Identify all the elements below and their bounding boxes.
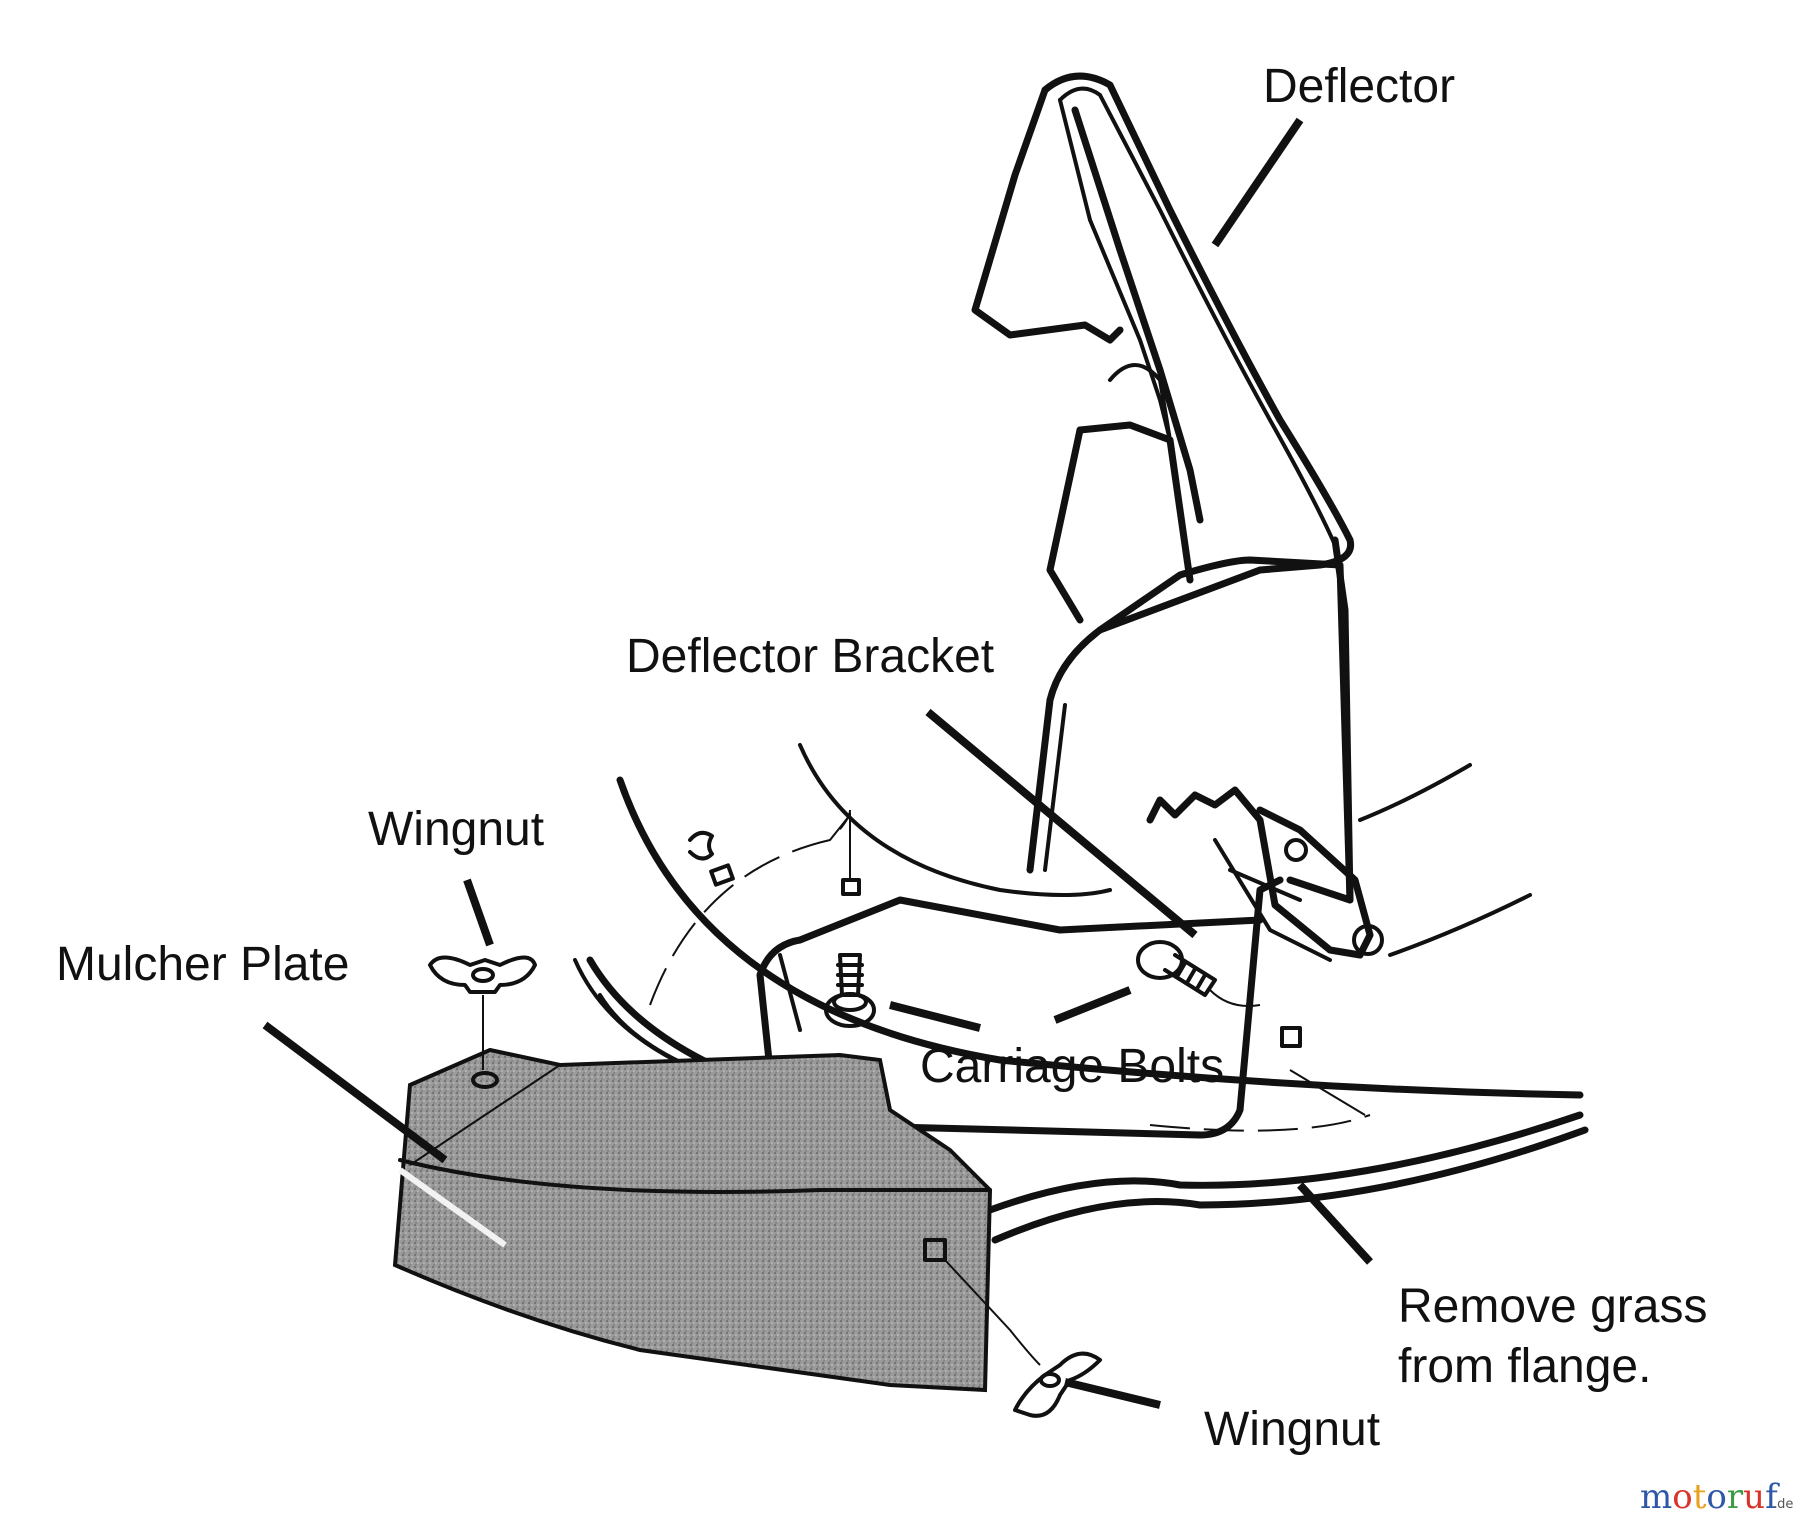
mower-deck: [573, 743, 1589, 1244]
wingnut-bottom-shape: [944, 1259, 1102, 1418]
carriage-bolts-leader-left: [889, 1001, 981, 1032]
watermark-letter: u: [1743, 1477, 1765, 1517]
remove-grass-leader: [1297, 1182, 1373, 1265]
deflector-shape: [971, 72, 1355, 904]
mulcher-plate-label: Mulcher Plate: [56, 938, 349, 991]
watermark-logo: motoruf .de: [1640, 1477, 1793, 1517]
wingnut-top-leader: [463, 878, 494, 947]
remove-grass-label-line2: from flange.: [1398, 1340, 1651, 1393]
deflector-bracket-leader: [925, 708, 1198, 939]
watermark-letter: o: [1706, 1477, 1726, 1517]
watermark-letter: o: [1672, 1477, 1692, 1517]
watermark-letter: m: [1640, 1477, 1672, 1517]
remove-grass-label-line1: Remove grass: [1398, 1280, 1707, 1333]
watermark-letter: r: [1727, 1477, 1744, 1517]
wingnut-bottom-leader: [1064, 1378, 1161, 1409]
carriage-bolt-left: [824, 953, 876, 1028]
wingnut-top-shape: [428, 955, 537, 1070]
wingnut-bottom-label: Wingnut: [1204, 1403, 1380, 1456]
watermark-letter: f: [1765, 1477, 1780, 1517]
mulcher-plate-shape: [392, 1047, 993, 1393]
deflector-label: Deflector: [1263, 60, 1455, 113]
deflector-leader: [1211, 117, 1304, 248]
mulcher-plate-leader: [262, 1021, 448, 1164]
carriage-bolt-right: [1136, 940, 1261, 1007]
carriage-bolts-leader-right: [1053, 986, 1132, 1024]
carriage-bolts-label: Carriage Bolts: [920, 1040, 1224, 1093]
wingnut-top-label: Wingnut: [368, 803, 544, 856]
watermark-letter: t: [1693, 1477, 1707, 1517]
watermark-suffix: .de: [1773, 1497, 1793, 1512]
svg-text:motoruf: motoruf: [1640, 1477, 1780, 1517]
deflector-bracket-label: Deflector Bracket: [626, 630, 994, 683]
